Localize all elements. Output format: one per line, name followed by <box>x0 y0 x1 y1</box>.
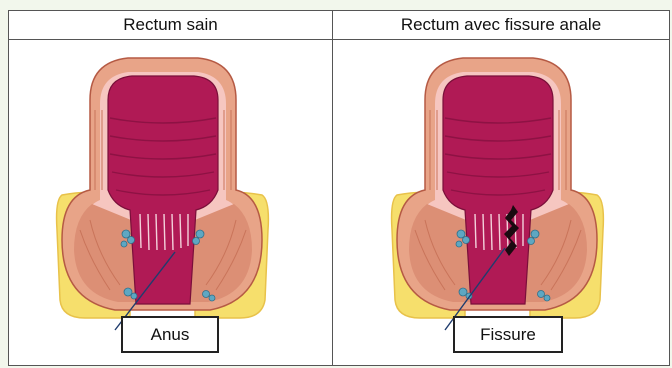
fissure-label: Fissure <box>453 316 563 353</box>
anus-label: Anus <box>121 316 219 353</box>
healthy-rectum-illustration <box>57 58 269 330</box>
fissure-rectum-illustration <box>392 58 604 330</box>
